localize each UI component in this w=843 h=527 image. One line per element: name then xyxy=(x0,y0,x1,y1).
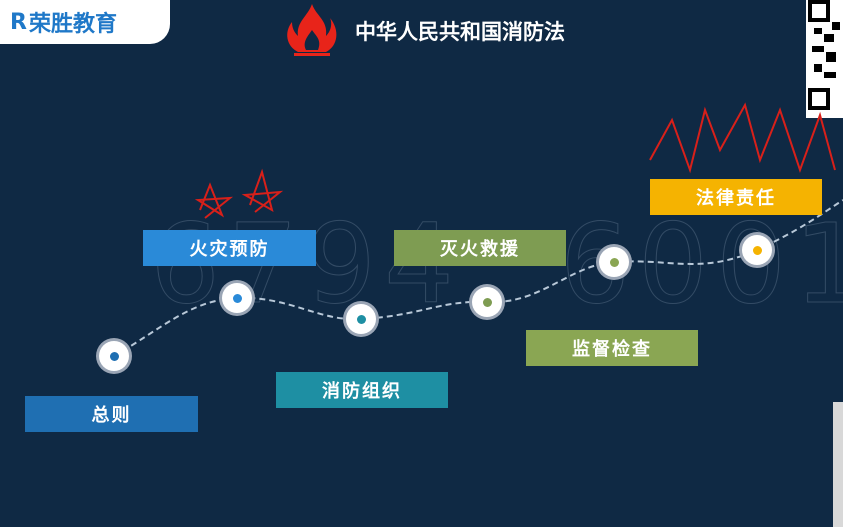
timeline-node[interactable] xyxy=(99,341,129,371)
side-panel-edge xyxy=(833,402,843,527)
timeline-label-legal-liability[interactable]: 法律责任 xyxy=(650,179,822,215)
timeline-label-general[interactable]: 总则 xyxy=(25,396,198,432)
flame-icon xyxy=(287,4,337,56)
timeline-node[interactable] xyxy=(472,287,502,317)
logo-icon: R xyxy=(10,9,27,35)
timeline-label-fire-prevention[interactable]: 火灾预防 xyxy=(143,230,316,266)
qr-code xyxy=(806,0,843,118)
timeline-label-fire-organization[interactable]: 消防组织 xyxy=(276,372,448,408)
timeline-node[interactable] xyxy=(222,283,252,313)
timeline-node[interactable] xyxy=(346,304,376,334)
page-title: 中华人民共和国消防法 xyxy=(355,20,565,44)
timeline-label-firefighting-rescue[interactable]: 灭火救援 xyxy=(394,230,566,266)
brand-logo: R 荣胜教育 xyxy=(0,0,170,44)
timeline-node[interactable] xyxy=(742,235,772,265)
red-annotation xyxy=(194,102,836,219)
timeline-label-supervision[interactable]: 监督检查 xyxy=(526,330,698,366)
timeline-node[interactable] xyxy=(599,247,629,277)
brand-name: 荣胜教育 xyxy=(28,12,117,37)
